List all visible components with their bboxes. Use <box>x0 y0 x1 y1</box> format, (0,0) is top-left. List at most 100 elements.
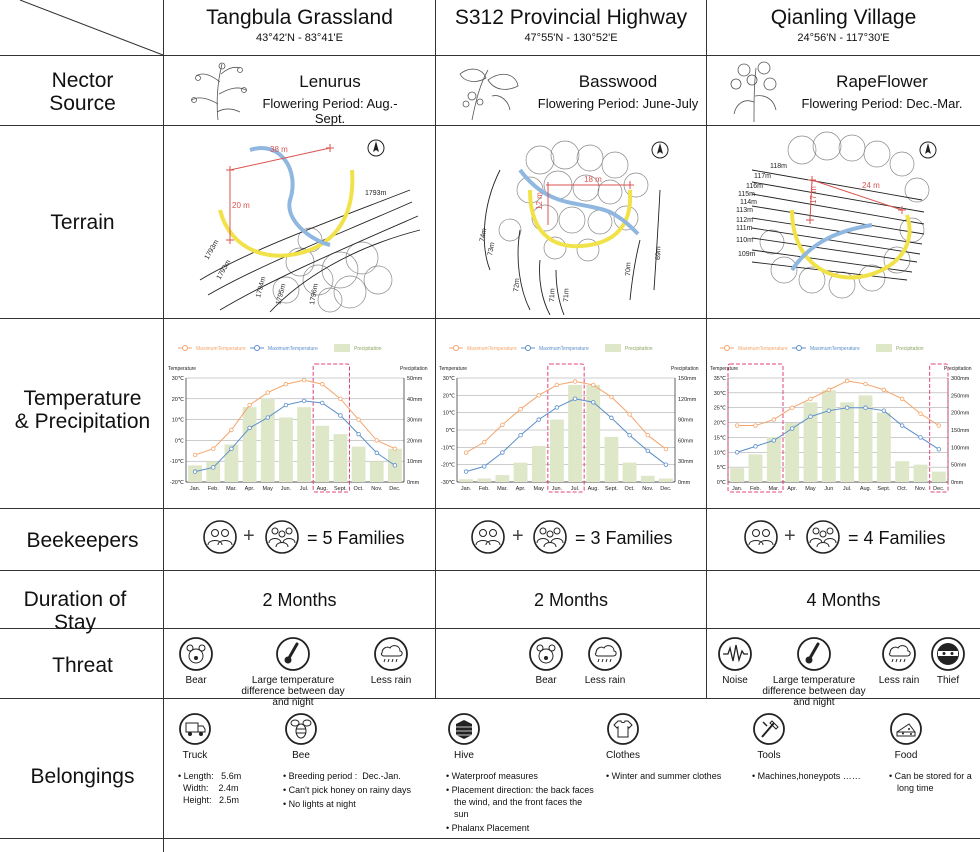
grid-line <box>0 125 980 126</box>
x-tick: Aug. <box>860 486 872 492</box>
belonging-details: • Waterproof measures • Placement direct… <box>446 770 596 834</box>
rain-icon <box>588 637 622 671</box>
x-tick: Mar. <box>768 486 779 492</box>
temperature-point <box>591 382 596 388</box>
bee-icon <box>285 713 317 745</box>
column-header: Qianling Village 24°56'N - 117°30'E <box>707 6 980 44</box>
y-tick-left: 20℃ <box>172 397 185 403</box>
temperature-point <box>663 462 669 467</box>
legend-label: Precipitation <box>896 346 924 352</box>
terrain-distance-b: 20 m <box>232 201 250 210</box>
temperature-line <box>465 380 667 453</box>
y-tick-left: 10℃ <box>443 411 456 417</box>
legend-marker <box>453 345 459 351</box>
temperature-point <box>265 415 270 420</box>
y-tick-left: 0℃ <box>717 480 727 486</box>
threat-label: Less rain <box>878 675 920 686</box>
temperature-point <box>627 412 632 417</box>
precip-bar <box>785 423 800 482</box>
legend-label: MaximumTemperature <box>810 346 860 352</box>
precip-bar <box>477 478 492 482</box>
flowering-period: Flowering Period: Aug.-Sept. <box>262 96 398 126</box>
x-tick: Sept. <box>877 486 890 492</box>
x-tick: May <box>805 486 816 492</box>
temperature-point <box>482 439 487 445</box>
beekeepers-row: + = 5 Families <box>164 515 435 565</box>
x-tick: Jun. <box>552 486 563 492</box>
temperature-point <box>301 398 307 404</box>
temperature-point <box>211 446 216 451</box>
flowering-period: Flowering Period: June-July <box>537 96 699 111</box>
couple-icon <box>203 520 237 554</box>
threat-label: Bear <box>535 675 557 686</box>
threat-label: Thief <box>936 675 960 686</box>
family-icon <box>533 520 567 554</box>
x-tick: Nov. <box>642 486 653 492</box>
grid-line <box>0 508 980 509</box>
precip-bar <box>513 462 528 482</box>
north-arrow-icon <box>919 141 937 159</box>
temperature-point <box>320 400 325 406</box>
thermometer-icon <box>797 637 831 671</box>
temperature-point <box>192 452 198 458</box>
plant-name: RapeFlower <box>836 72 928 91</box>
terrain-distance-b: 17 m <box>809 186 818 204</box>
location-coords: 47°55'N - 130°52'E <box>524 32 618 44</box>
x-tick: Jun <box>824 486 833 492</box>
y-tick-left: 0℃ <box>175 438 185 444</box>
temperature-point <box>192 469 198 474</box>
precip-bar <box>550 419 564 482</box>
y-tick-left: 20℃ <box>443 393 456 399</box>
north-arrow-icon <box>367 139 385 157</box>
y-tick-left: 20℃ <box>714 421 727 427</box>
temperature-point <box>918 435 923 440</box>
x-tick: May <box>263 486 274 492</box>
legend-label: Precipitation <box>625 346 653 352</box>
list-item: • Phalanx Placement <box>446 823 530 833</box>
list-item: • No lights at night <box>283 799 356 809</box>
temperature-point <box>356 431 361 437</box>
y-tick-left: -20℃ <box>441 463 456 469</box>
row-label-belongings: Belongings <box>30 765 135 788</box>
grid-line <box>0 318 980 319</box>
plant-name: Lenurus <box>299 72 361 91</box>
row-label-temp-precip: Temperature& Precipitation <box>14 387 151 433</box>
belonging-label: Bee <box>292 750 310 761</box>
threat-label: Bear <box>185 675 207 686</box>
grid-line <box>435 0 436 698</box>
north-arrow-icon <box>651 141 669 159</box>
precip-bar <box>858 395 873 482</box>
thief-icon <box>931 637 965 671</box>
belonging-details: • Length: 5.6m Width: 2.4m Height: 2.5m <box>178 770 241 806</box>
y-tick-right: 150mm <box>951 428 970 434</box>
contour-label: 71m <box>563 288 570 302</box>
temperature-point <box>899 396 905 401</box>
y-tick-right: 120mm <box>678 397 697 403</box>
x-tick: May <box>534 486 545 492</box>
x-tick: Aug. <box>317 486 329 492</box>
y-tick-left: 30℃ <box>714 391 727 397</box>
y-tick-left: 10℃ <box>172 418 185 424</box>
list-item: • Breeding period : Dec.-Jan. <box>283 771 401 781</box>
family-icon <box>265 520 299 554</box>
y-tick-left: 5℃ <box>717 465 727 471</box>
belonging-label: Food <box>894 750 918 761</box>
temperature-point <box>283 382 289 387</box>
precip-bar <box>315 425 330 482</box>
axis-title: Temperature <box>168 366 196 372</box>
contour-label: 116m <box>746 183 763 190</box>
food-icon <box>890 713 922 745</box>
y-tick-left: 35℃ <box>714 376 727 382</box>
family-icon <box>806 520 840 554</box>
x-tick: Feb. <box>479 486 490 492</box>
temperature-line <box>194 400 396 473</box>
y-tick-left: 15℃ <box>714 435 727 441</box>
flowering-period: Flowering Period: Dec.-Mar. <box>801 96 963 111</box>
threat-label: Large temperature difference between day… <box>762 675 866 708</box>
belonging-details: • Breeding period : Dec.-Jan. • Can't pi… <box>283 770 411 810</box>
belonging-details: • Machines,honeypots …… <box>752 770 861 782</box>
temperature-point <box>518 406 523 412</box>
y-tick-left: 30℃ <box>443 376 456 382</box>
precip-bar <box>604 436 619 482</box>
temperature-point <box>663 446 669 452</box>
